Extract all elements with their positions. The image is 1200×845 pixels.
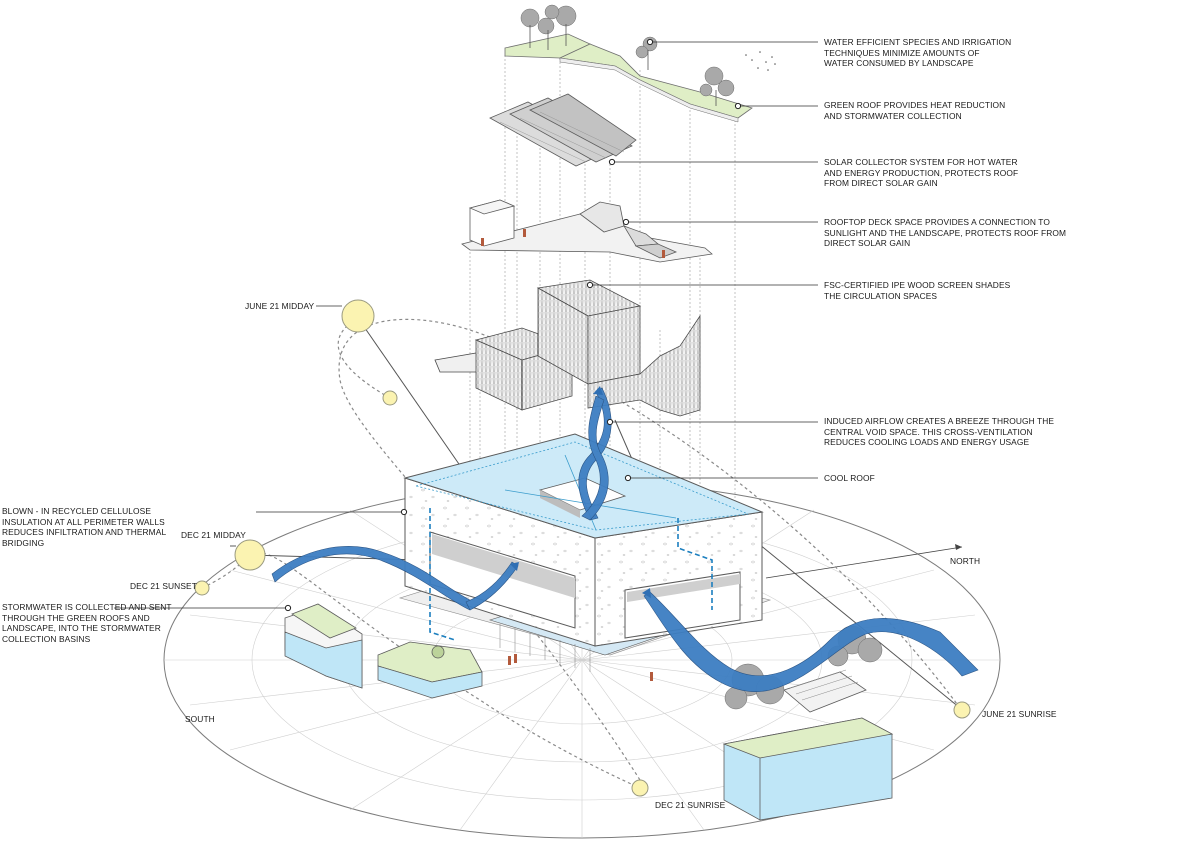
label-dec21-sunset: DEC 21 SUNSET [130,581,197,591]
airflow-ribbons [271,387,979,692]
leader-lines [114,41,818,609]
leader-dots [284,38,742,612]
sun-june21-sunrise [953,701,971,719]
label-south: SOUTH [185,714,215,724]
sun-dec21-sunset [194,580,210,596]
sun-june21-midday [341,299,375,333]
label-north: NORTH [950,556,981,566]
solar-collectors [489,93,637,167]
label-june21-midday: JUNE 21 MIDDAY [245,301,315,311]
annotation-rooftop-deck: ROOFTOP DECK SPACE PROVIDES A CONNECTION… [824,217,1067,249]
rooftop-deck [461,199,713,263]
people-figures [508,654,653,681]
stormwater-basins [284,603,894,821]
annotation-cool-roof: COOL ROOF [824,473,875,483]
sun-dec21-midday [234,539,266,571]
wood-screen [434,279,701,417]
label-dec21-midday: DEC 21 MIDDAY [181,530,246,540]
annotation-induced-airflow: INDUCED AIRFLOW CREATES A BREEZE THROUGH… [824,416,1055,448]
tree-cluster [520,4,735,97]
label-june21-sunrise: JUNE 21 SUNRISE [982,709,1057,719]
sun-dec21-sunrise [631,779,649,797]
label-dec21-sunrise: DEC 21 SUNRISE [655,800,726,810]
sun-intermediate [382,390,398,406]
airflow-arrowheads [510,386,651,598]
green-roof-landscape [504,4,776,123]
north-arrow [765,544,963,579]
